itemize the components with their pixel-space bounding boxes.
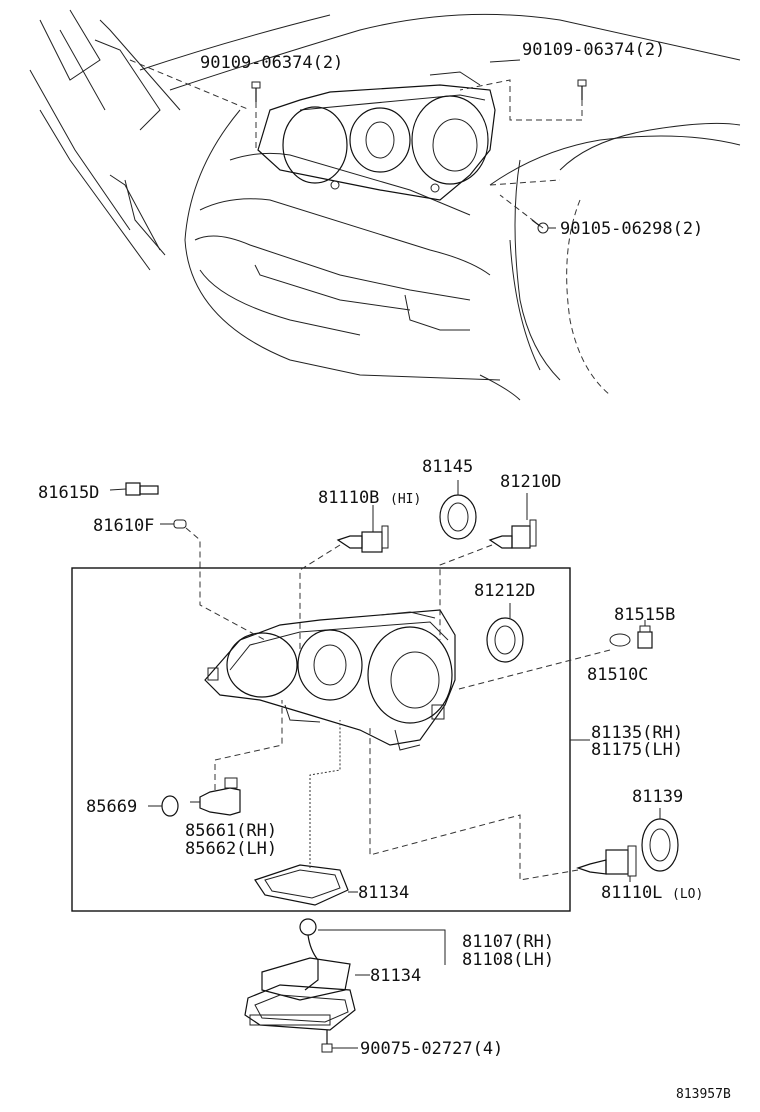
label-81134-ballast-gasket: 81134 xyxy=(370,966,421,986)
label-81610f: 81610F xyxy=(93,516,154,536)
label-81212d: 81212D xyxy=(474,581,535,601)
label-85661-rh: 85661(RH) xyxy=(185,821,277,841)
label-81145: 81145 xyxy=(422,457,473,477)
label-81107-rh: 81107(RH) xyxy=(462,932,554,952)
label-81210d: 81210D xyxy=(500,472,561,492)
ring-icon-81145 xyxy=(439,480,477,540)
vehicle-front-illustration xyxy=(29,9,741,401)
socket-icon-81515b xyxy=(637,620,653,649)
socket-icon-81615d xyxy=(109,482,159,496)
ring-icon-81212d xyxy=(486,603,524,663)
bulb-icon-81210d xyxy=(488,493,537,549)
label-81139: 81139 xyxy=(632,787,683,807)
label-81108-lh: 81108(LH) xyxy=(462,950,554,970)
bolt-icon-left xyxy=(251,81,261,102)
headlamp-installed xyxy=(257,71,496,201)
headlamp-housing-81135 xyxy=(204,609,456,751)
label-81615d: 81615D xyxy=(38,483,99,503)
socket-icon-85661 xyxy=(190,777,241,816)
label-81110b: 81110B xyxy=(318,488,379,508)
bolt-icon-right xyxy=(577,79,587,100)
label-81110b-suffix: (HI) xyxy=(390,492,421,507)
gasket-icon-81134-a xyxy=(254,864,358,906)
ballast-icon-81107 xyxy=(244,918,356,1031)
bulb-icon-81510c xyxy=(609,633,631,647)
bulb-icon-81110l xyxy=(576,845,637,882)
label-90075-02727: 90075-02727(4) xyxy=(360,1039,503,1059)
label-81110l-suffix: (LO) xyxy=(672,887,703,902)
label-81175-lh: 81175(LH) xyxy=(591,740,683,760)
label-bolt-90109-06374-right: 90109-06374(2) xyxy=(522,40,665,60)
ring-icon-81139 xyxy=(641,808,679,872)
label-85669: 85669 xyxy=(86,797,137,817)
ring-icon-85669 xyxy=(148,795,179,817)
label-81110l: 81110L xyxy=(601,883,662,903)
label-81510c: 81510C xyxy=(587,665,648,685)
screw-icon-90075 xyxy=(321,1030,358,1053)
bulb-icon-81610f xyxy=(160,519,187,529)
bulb-icon-81110b xyxy=(336,505,389,553)
label-85662-lh: 85662(LH) xyxy=(185,839,277,859)
label-81134-gasket: 81134 xyxy=(358,883,409,903)
label-81135-rh: 81135(RH) xyxy=(591,723,683,743)
diagram-reference-code: 813957B xyxy=(676,1087,731,1102)
label-81515b: 81515B xyxy=(614,605,675,625)
label-screw-90105-06298: 90105-06298(2) xyxy=(560,219,703,239)
label-bolt-90109-06374-left: 90109-06374(2) xyxy=(200,53,343,73)
